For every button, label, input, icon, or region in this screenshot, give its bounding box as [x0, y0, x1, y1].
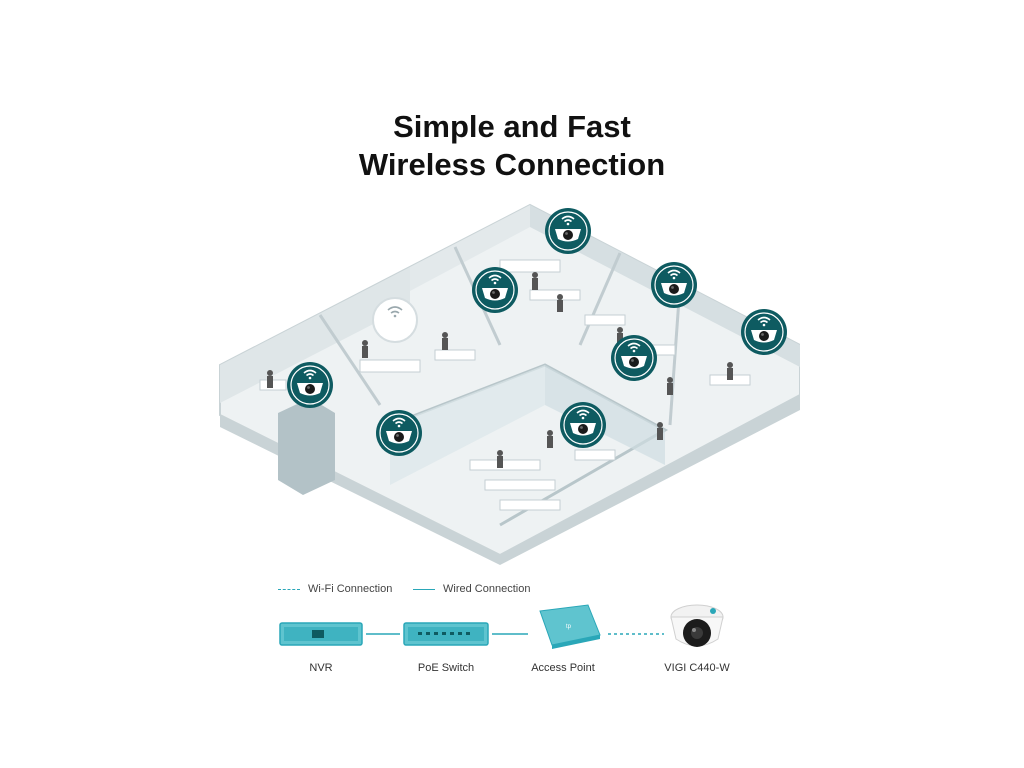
wifi-dome-camera-icon: [375, 409, 423, 457]
glass-meeting-room: [390, 365, 545, 485]
access-point-icon: [372, 297, 418, 343]
solid-line-icon: [413, 588, 435, 590]
elevator: [278, 398, 335, 495]
office-floorplan: [219, 203, 800, 565]
wifi-dome-camera-icon: [286, 361, 334, 409]
camera-label: VIGI C440-W: [664, 662, 730, 674]
connection-chain: tp: [279, 604, 724, 649]
wifi-dome-camera-icon: [471, 266, 519, 314]
poe-switch-label: PoE Switch: [417, 662, 475, 674]
dashed-line-icon: [278, 588, 300, 590]
front-wall: [220, 395, 800, 565]
legend-wifi: Wi-Fi Connection: [278, 583, 392, 595]
partition-1: [318, 314, 382, 406]
wifi-dome-camera-icon: [650, 261, 698, 309]
title-line-2: Wireless Connection: [358, 147, 666, 182]
vigi-camera-icon: [670, 604, 724, 647]
legend-wifi-label: Wi-Fi Connection: [308, 583, 393, 595]
page-title: Simple and Fast Wireless Connection: [0, 108, 1024, 184]
back-wall-left: [220, 267, 410, 403]
partition-3: [578, 252, 622, 346]
legend-wired: Wired Connection: [413, 583, 530, 595]
title-line-1: Simple and Fast: [393, 109, 631, 144]
access-point-label: Access Point: [531, 662, 595, 674]
access-point-device-icon: tp: [539, 604, 601, 649]
nvr-label: NVR: [309, 662, 333, 674]
wifi-dome-camera-icon: [610, 334, 658, 382]
wifi-dome-camera-icon: [740, 308, 788, 356]
people: [267, 272, 733, 468]
back-wall-mid: [410, 205, 530, 291]
nvr-icon: [279, 622, 363, 646]
wifi-dome-camera-icon: [559, 401, 607, 449]
poe-switch-icon: [403, 622, 489, 646]
wifi-dome-camera-icon: [544, 207, 592, 255]
svg-text:tp: tp: [566, 624, 572, 630]
legend-wired-label: Wired Connection: [443, 583, 531, 595]
glass-meeting-room-side: [545, 365, 665, 465]
